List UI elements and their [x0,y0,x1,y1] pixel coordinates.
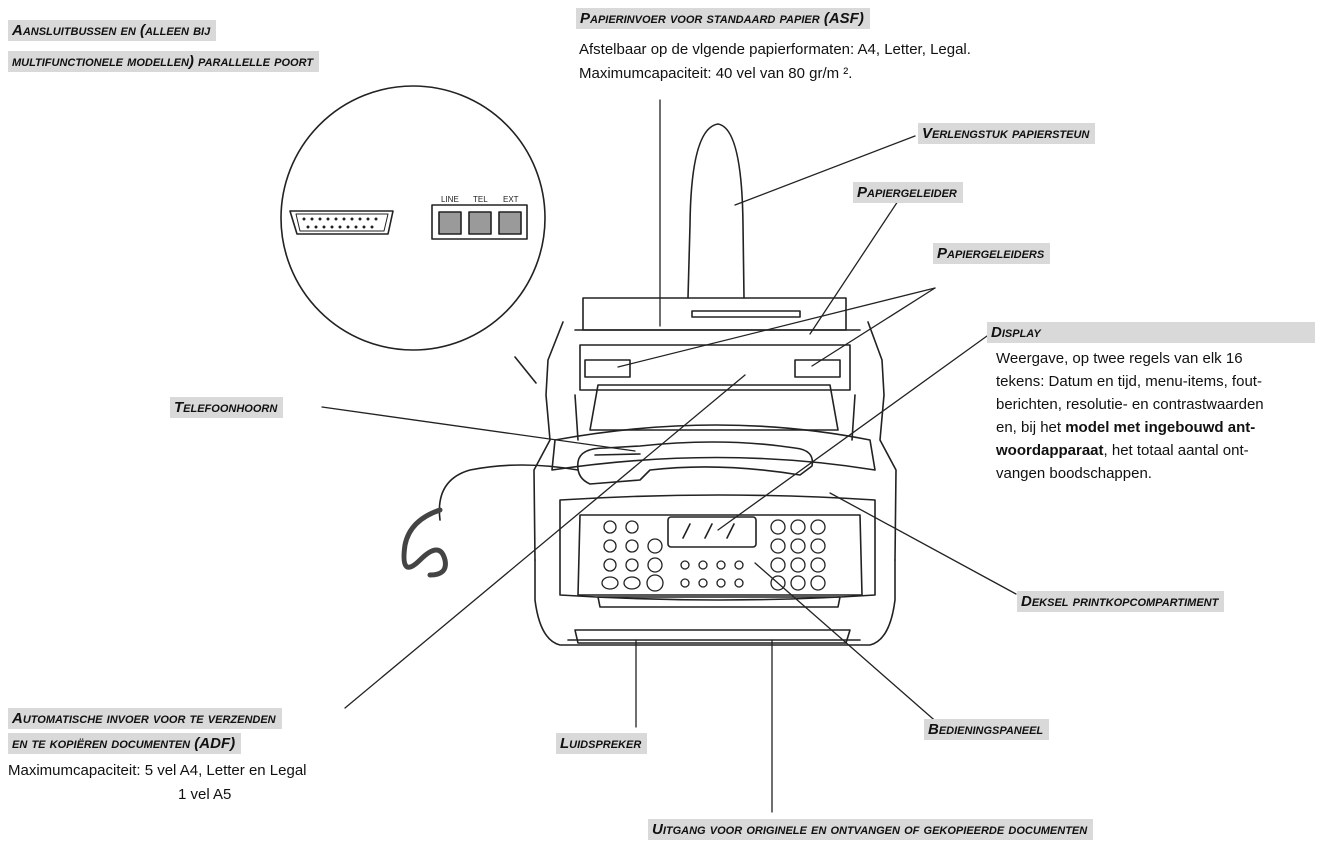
desc-display-line3: berichten, resolutie- en contrastwaarden [996,396,1264,413]
tel-jack-label: TEL [473,195,488,204]
display-window [667,516,757,548]
output-slot [574,629,851,644]
desc-display-line5-bold: woordapparaat [996,442,1104,459]
label-extension: Verlengstuk papiersteun [918,123,1096,144]
label-speaker: Luidspreker [556,733,648,754]
line-jack-label: LINE [441,195,459,204]
desc-display-line4: en, bij het model met ingebouwd ant- [996,417,1255,439]
body-right [867,321,897,561]
label-ports-line1: Aansluitbussen en (alleen bij [8,20,217,41]
label-display: Display [987,322,1315,343]
desc-display-line1: Weergave, op twee regels van elk 16 [996,350,1243,367]
right-paper-guide [794,359,841,378]
label-handset: Telefoonhoorn [170,397,284,418]
label-paper-guides: Papiergeleiders [933,243,1051,264]
desc-display-line4-text: en, bij het [996,419,1066,436]
ext-jack [498,211,522,235]
desc-display-line2: tekens: Datum en tijd, menu-items, fout- [996,373,1262,390]
desc-asf-line2: Maximumcapaciteit: 40 vel van 80 gr/m ². [579,65,853,82]
desc-display-line5: woordapparaat, het totaal aantal ont- [996,440,1249,462]
label-ports-line2: multifunctionele modellen) parallelle po… [8,51,320,72]
desc-display-line4-bold: model met ingebouwd ant- [1065,419,1256,436]
desc-asf-line1: Afstelbaar op de vlgende papierformaten:… [579,41,971,58]
desc-display-line5-text: , het totaal aantal ont- [1103,442,1249,459]
phone-jack-panel [431,204,528,240]
desc-display-line6: vangen boodschappen. [996,465,1152,482]
label-adf-line1: Automatische invoer voor te verzenden [8,708,282,729]
paper-tray [582,297,847,331]
coiled-cord [438,464,579,521]
label-asf: Papierinvoer voor standaard papier (ASF) [576,8,870,29]
label-adf-line2: en te kopiëren documenten (ADF) [8,733,242,754]
parallel-port [289,210,394,235]
paper-support-extension [687,123,745,299]
tel-jack [468,211,492,235]
ext-jack-label: EXT [503,195,519,204]
label-output: Uitgang voor originele en ontvangen of g… [648,819,1094,840]
label-control-panel: Bedieningspaneel [924,719,1050,740]
label-paper-guide: Papiergeleider [853,182,963,203]
port-magnifier-circle [280,85,546,351]
desc-adf-line1: Maximumcapaciteit: 5 vel A4, Letter en L… [8,762,307,779]
handset [576,441,814,485]
control-panel [577,514,863,596]
line-jack [438,211,462,235]
left-paper-guide [584,359,631,378]
desc-adf-line2: 1 vel A5 [178,786,232,803]
body-left [533,321,564,561]
control-panel-frame [559,494,876,601]
label-printhead-cover: Deksel printkopcompartiment [1017,591,1225,612]
